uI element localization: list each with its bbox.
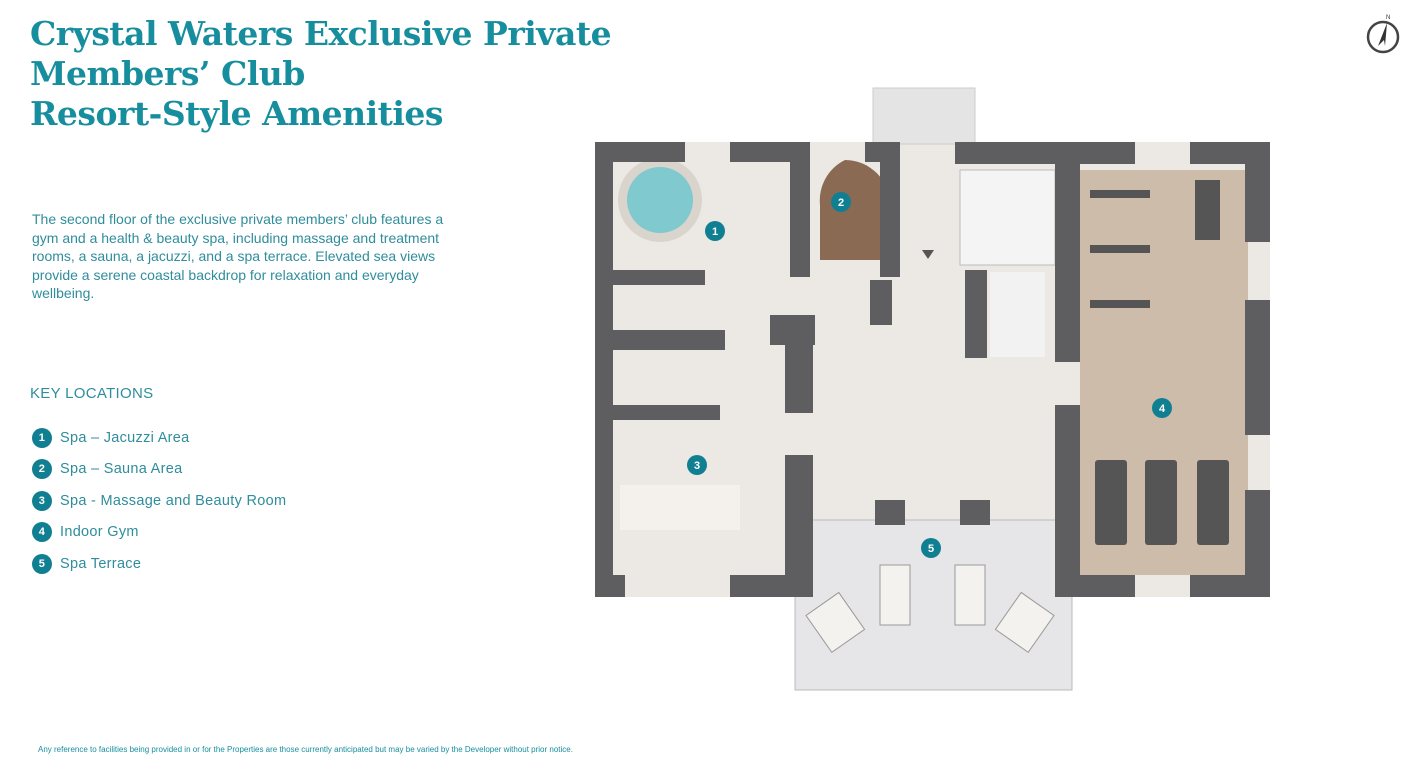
location-label: Spa - Massage and Beauty Room xyxy=(60,492,287,509)
page-title: Crystal Waters Exclusive Private Members… xyxy=(30,14,612,134)
svg-text:1: 1 xyxy=(712,226,718,238)
svg-text:2: 2 xyxy=(838,197,844,209)
entrance-arrow-icon xyxy=(922,250,934,259)
location-label: Spa – Jacuzzi Area xyxy=(60,429,190,446)
location-number-badge: 2 xyxy=(32,459,52,480)
plan-marker: 4 xyxy=(1152,398,1172,418)
key-location-item: 3 Spa - Massage and Beauty Room xyxy=(32,485,286,517)
restroom xyxy=(990,272,1045,357)
location-number-badge: 3 xyxy=(32,490,52,511)
title-line-1: Crystal Waters Exclusive Private xyxy=(30,14,612,53)
disclaimer: Any reference to facilities being provid… xyxy=(38,745,573,754)
svg-text:5: 5 xyxy=(928,543,934,555)
svg-text:3: 3 xyxy=(694,460,700,472)
massage-bed xyxy=(620,485,740,530)
location-number-badge: 5 xyxy=(32,553,52,574)
sauna-room xyxy=(819,160,890,260)
key-locations-heading: KEY LOCATIONS xyxy=(30,385,154,402)
jacuzzi-pool xyxy=(627,167,693,233)
key-location-item: 5 Spa Terrace xyxy=(32,548,286,580)
top-balcony xyxy=(872,87,976,145)
location-number-badge: 4 xyxy=(32,522,52,543)
description: The second floor of the exclusive privat… xyxy=(32,211,444,301)
staircase xyxy=(959,169,1056,266)
location-number-badge: 1 xyxy=(32,427,52,448)
plan-marker: 5 xyxy=(921,538,941,558)
key-location-item: 4 Indoor Gym xyxy=(32,517,286,549)
key-location-item: 1 Spa – Jacuzzi Area xyxy=(32,422,286,454)
plan-marker: 2 xyxy=(831,192,851,212)
plan-marker: 1 xyxy=(705,221,725,241)
location-label: Spa – Sauna Area xyxy=(60,461,183,478)
title-line-2: Members’ Club xyxy=(30,54,305,93)
title-line-3: Resort-Style Amenities xyxy=(30,94,444,133)
location-label: Indoor Gym xyxy=(60,524,139,541)
terrace-loungers xyxy=(805,564,1055,654)
plan-marker: 3 xyxy=(687,455,707,475)
svg-text:4: 4 xyxy=(1159,403,1166,415)
gym-equipment xyxy=(1090,180,1229,545)
key-location-item: 2 Spa – Sauna Area xyxy=(32,454,286,486)
walls xyxy=(595,142,1270,597)
compass-label: N xyxy=(1386,15,1390,21)
location-label: Spa Terrace xyxy=(60,555,142,572)
north-arrow-icon: N xyxy=(1366,15,1400,54)
